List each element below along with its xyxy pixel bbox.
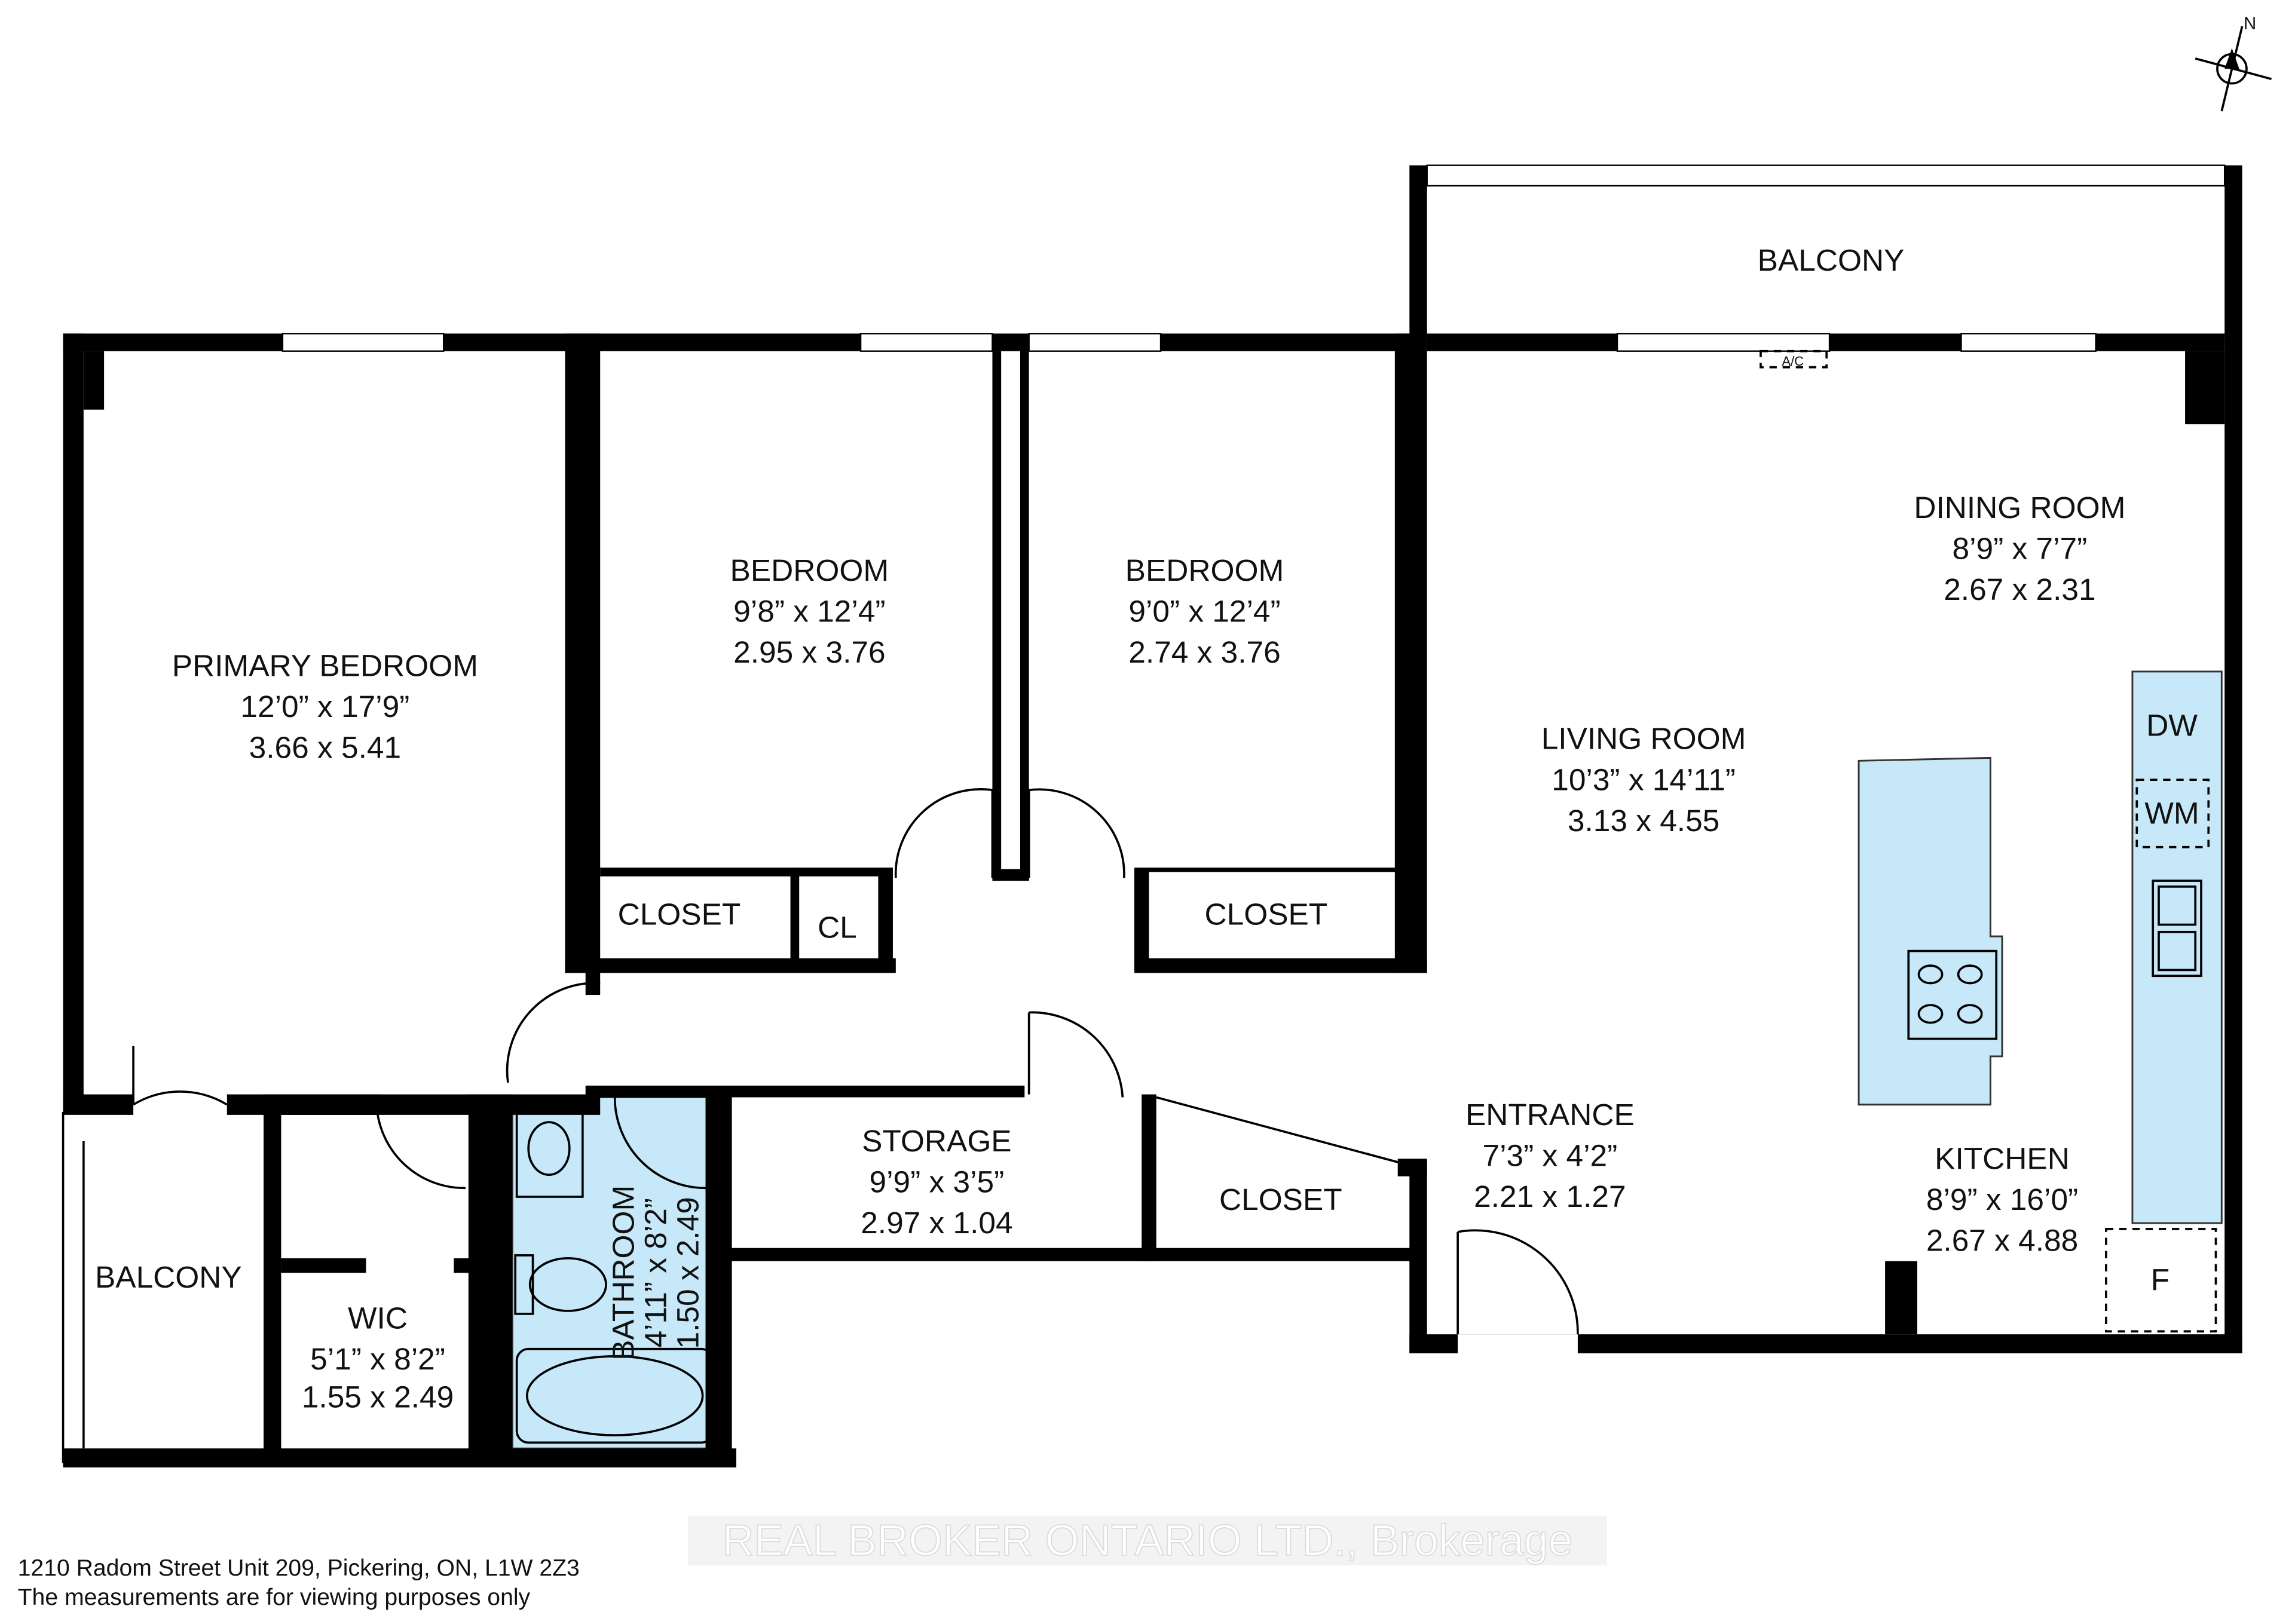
washing-machine-box — [2135, 779, 2210, 848]
kitchen-counter — [2131, 670, 2223, 1224]
room-imperial: 9’0” x 12’4” — [1128, 594, 1280, 629]
windows — [281, 333, 2097, 352]
room-name: STORAGE — [862, 1123, 1011, 1158]
room-bedroom-1: BEDROOM 9’8” x 12’4” 2.95 x 3.76 — [730, 553, 889, 669]
room-metric: 2.95 x 3.76 — [733, 635, 885, 669]
room-kitchen: KITCHEN 8’9” x 16’0” 2.67 x 4.88 — [1926, 1141, 2078, 1257]
room-imperial: 8’9” x 7’7” — [1953, 531, 2088, 565]
fridge-label: F — [2151, 1263, 2169, 1297]
closet-bedroom2-label: CLOSET — [1204, 897, 1327, 931]
brokerage-watermark: REAL BROKER ONTARIO LTD., Brokerage — [723, 1516, 1573, 1565]
room-imperial: 4’11” x 8’2” — [638, 1198, 672, 1347]
room-storage: STORAGE 9’9” x 3’5” 2.97 x 1.04 — [861, 1123, 1012, 1240]
room-imperial: 9’9” x 3’5” — [870, 1165, 1005, 1199]
room-name: WIC — [348, 1300, 408, 1335]
room-metric: 1.55 x 2.49 — [302, 1380, 454, 1414]
room-name: ENTRANCE — [1465, 1097, 1635, 1132]
cooktop-icon — [1907, 949, 1998, 1040]
room-bedroom-2: BEDROOM 9’0” x 12’4” 2.74 x 3.76 — [1125, 553, 1284, 669]
fridge-box — [2105, 1228, 2217, 1333]
compass-icon: N — [2195, 14, 2272, 112]
watermark-background — [688, 1515, 1607, 1566]
room-metric: 2.97 x 1.04 — [861, 1205, 1012, 1240]
doors — [132, 788, 1579, 1353]
balcony-top-label: BALCONY — [1758, 243, 1905, 277]
dw-label: DW — [2146, 708, 2198, 743]
room-name: BEDROOM — [1125, 553, 1284, 587]
cl-label: CL — [818, 910, 857, 945]
room-imperial: 5’1” x 8’2” — [310, 1341, 445, 1376]
room-name: BATHROOM — [606, 1185, 641, 1361]
compass-north-label: N — [2244, 14, 2256, 33]
toilet-icon — [528, 1257, 607, 1312]
room-entrance: ENTRANCE 7’3” x 4’2” 2.21 x 1.27 — [1465, 1097, 1635, 1214]
ac-label: A/C — [1782, 354, 1804, 369]
room-imperial: 8’9” x 16’0” — [1926, 1182, 2078, 1217]
room-imperial: 7’3” x 4’2” — [1483, 1138, 1618, 1173]
room-metric: 2.67 x 4.88 — [1926, 1223, 2078, 1258]
kitchen-island — [1858, 756, 2003, 1106]
room-bathroom: BATHROOM 4’11” x 8’2” 1.50 x 2.49 — [606, 1185, 705, 1361]
room-name: BEDROOM — [730, 553, 889, 587]
ac-unit-box — [1760, 350, 1828, 369]
sink-icon — [2152, 880, 2202, 978]
room-name: KITCHEN — [1935, 1141, 2070, 1175]
room-metric: 2.67 x 2.31 — [1944, 572, 2095, 606]
room-metric: 1.50 x 2.49 — [670, 1197, 705, 1349]
room-metric: 3.13 x 4.55 — [1568, 803, 1719, 838]
disclaimer-text: The measurements are for viewing purpose… — [18, 1585, 531, 1610]
room-imperial: 10’3” x 14’11” — [1552, 762, 1736, 796]
room-imperial: 12’0” x 17’9” — [240, 689, 409, 724]
wm-label: WM — [2144, 796, 2199, 831]
room-living-room: LIVING ROOM 10’3” x 14’11” 3.13 x 4.55 — [1541, 721, 1746, 838]
room-name: DINING ROOM — [1914, 490, 2125, 525]
address-text: 1210 Radom Street Unit 209, Pickering, O… — [18, 1555, 580, 1581]
balcony-left-label: BALCONY — [95, 1260, 242, 1294]
room-primary-bedroom: PRIMARY BEDROOM 12’0” x 17’9” 3.66 x 5.4… — [172, 648, 478, 764]
room-dining-room: DINING ROOM 8’9” x 7’7” 2.67 x 2.31 — [1914, 490, 2125, 606]
room-name: LIVING ROOM — [1541, 721, 1746, 756]
bathroom-floor — [511, 1096, 718, 1450]
room-imperial: 9’8” x 12’4” — [733, 594, 885, 629]
room-name: PRIMARY BEDROOM — [172, 648, 478, 682]
room-metric: 3.66 x 5.41 — [249, 730, 401, 764]
bathtub-icon — [525, 1355, 704, 1436]
closet-hall-label: CLOSET — [1219, 1182, 1342, 1217]
room-metric: 2.74 x 3.76 — [1128, 635, 1280, 669]
closet-bedroom1-label: CLOSET — [618, 897, 741, 931]
room-wic: WIC 5’1” x 8’2” 1.55 x 2.49 — [302, 1300, 454, 1414]
room-metric: 2.21 x 1.27 — [1474, 1179, 1626, 1214]
